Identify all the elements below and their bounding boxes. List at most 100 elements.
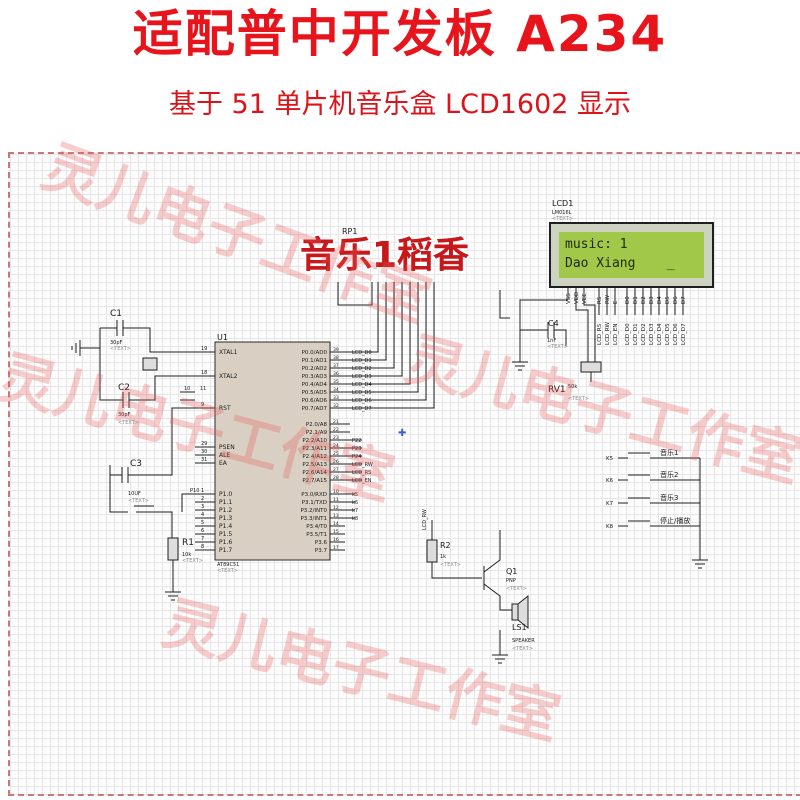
u1-pin-name: P2.0/A8	[306, 422, 328, 428]
u1-pin-number: 30	[201, 449, 207, 455]
u1-pin-number: 1	[201, 488, 204, 494]
u1-pin-number: 29	[201, 441, 207, 447]
u1-pin-name: XTAL2	[219, 373, 238, 380]
button-net-label: K7	[606, 501, 614, 507]
u1-pin-number: 37	[333, 363, 339, 369]
net-lcd-rw: LCD_RW	[422, 509, 428, 530]
button-label: 停止/播放	[660, 516, 690, 525]
net-label: LCD_RW	[352, 462, 373, 468]
button-array	[618, 452, 708, 569]
lcd-bus-label: LCD_D4	[657, 323, 663, 345]
u1-ref: U1	[217, 333, 228, 342]
u1-pin-name: P3.6	[315, 540, 328, 546]
u1-pin-name: P1.2	[219, 507, 232, 514]
lcd-ref: LCD1	[552, 199, 573, 208]
lcd-bus-label: LCD_D5	[665, 323, 671, 345]
c4-value: 1nF	[547, 338, 556, 344]
lcd-pin-name: D4	[657, 296, 663, 304]
net-label: LCD_D4	[352, 382, 372, 388]
lcd-line-2: Dao Xiang _	[565, 256, 675, 271]
u1-pin-name: P0.6/AD6	[302, 398, 328, 404]
u1-pin-name: XTAL1	[219, 349, 238, 356]
rp1-ref: RP1	[342, 227, 357, 236]
page-title: 适配普中开发板 A234	[132, 5, 668, 63]
net-label: P10	[190, 488, 199, 494]
q1-value: PNP	[506, 578, 516, 584]
u1-pin-number: 23	[333, 435, 339, 441]
u1-pin-number: 24	[333, 443, 339, 449]
u1-pin-number: 3	[201, 504, 204, 510]
u1-pin-number: 21	[333, 419, 339, 425]
u1-pin-number: 5	[201, 520, 204, 526]
net-label: k7	[352, 508, 358, 514]
u1-pin-name: P3.0/RXD	[301, 492, 327, 498]
u1-pin-name: P1.7	[219, 547, 232, 554]
r1-value: 10k	[182, 552, 191, 558]
u1-pin-name: P1.3	[219, 515, 232, 522]
oscillator-network	[71, 320, 190, 408]
u1-pin-name: RST	[219, 405, 231, 412]
c2-ref: C2	[118, 383, 130, 393]
u1-chip-body[interactable]	[214, 341, 331, 561]
lcd-bus-label: LCD_RW	[605, 322, 611, 345]
u1-pin-number: 36	[333, 371, 339, 377]
u1-pin-number: 8	[201, 544, 204, 550]
u1-pin-number: 34	[333, 387, 339, 393]
lcd-line-1: music: 1	[565, 237, 628, 252]
r2-tag: <TEXT>	[440, 562, 461, 568]
r2-ref: R2	[440, 541, 451, 550]
lcd-module[interactable]: music: 1 Dao Xiang _	[549, 222, 714, 288]
u1-pin-name: P0.7/AD7	[302, 406, 328, 412]
lcd-pin-name: D0	[625, 296, 631, 304]
lcd-pin-name: D3	[649, 296, 655, 304]
q1-tag: <TEXT>	[506, 586, 527, 592]
c1-value: 30pF	[110, 340, 123, 346]
u1-pin-name: P2.1/A9	[306, 430, 328, 436]
net-label: k8	[352, 516, 358, 522]
u1-pin-name: P3.4/T0	[306, 524, 327, 530]
u1-pin-number: 25	[333, 451, 339, 457]
net-label: k6	[352, 500, 358, 506]
u1-pin-number: 19	[201, 346, 207, 352]
u1-pin-number: 7	[201, 536, 204, 542]
net-label: LCD_D3	[352, 374, 372, 380]
u1-pin-name: P2.4/A12	[302, 454, 327, 460]
lcd-bus-label: LCD_D0	[625, 323, 631, 345]
button-net-label: K5	[606, 456, 614, 462]
lcd-pin-name: RW	[605, 294, 611, 304]
u1-pin-number: 33	[333, 395, 339, 401]
song-overlay-outline: 音乐1稻香	[298, 233, 471, 278]
lcd-pin-name: RS	[597, 296, 603, 304]
u1-tag: <TEXT>	[217, 568, 238, 574]
lcd-pin-name: VEE	[582, 293, 588, 304]
c1-tag: <TEXT>	[110, 346, 131, 352]
u1-pin-number: 9	[201, 402, 204, 408]
u1-pin-number: 10	[184, 386, 190, 392]
u1-pin-name: P0.0/AD0	[302, 350, 328, 356]
u1-pin-number: 4	[201, 512, 204, 518]
r1-ref: R1	[182, 538, 194, 548]
lcd-pin-name: E	[613, 300, 619, 304]
ls1-value: SPEAKER	[512, 638, 535, 644]
u1-pin-number: 6	[201, 528, 204, 534]
c2-tag: <TEXT>	[118, 420, 139, 426]
c2-value: 30pF	[118, 412, 131, 418]
net-label: P23	[352, 446, 361, 452]
u1-pin-number: 32	[333, 403, 339, 409]
r2-value: 1k	[440, 554, 446, 560]
u1-pin-name: P0.1/AD1	[302, 358, 327, 364]
u1-pin-name: P2.7/A15	[302, 478, 327, 484]
lcd-pin-name: VDD	[574, 292, 580, 304]
u1-model: AT89C51	[217, 562, 239, 568]
u1-pin-name: P3.1/TXD	[302, 500, 327, 506]
u1-pin-number: 18	[201, 370, 207, 376]
page-subtitle: 基于 51 单片机音乐盒 LCD1602 显示	[168, 89, 632, 120]
lcd-bus-label: LCD_D7	[681, 323, 687, 345]
u1-pin-name: P2.6/A14	[302, 470, 327, 476]
net-label: LCD_D0	[352, 350, 372, 356]
net-label: P22	[352, 438, 361, 444]
u1-pin-name: P0.3/AD3	[302, 374, 328, 380]
